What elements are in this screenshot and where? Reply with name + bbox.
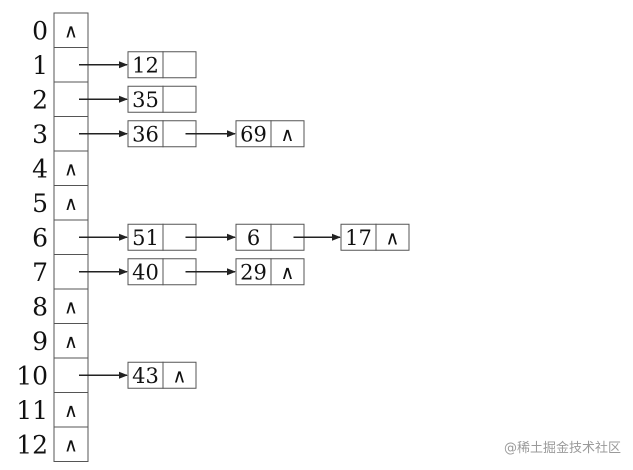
null-pointer: ∧ bbox=[386, 227, 400, 249]
node-value: 43 bbox=[132, 364, 159, 388]
bucket-index: 10 bbox=[16, 361, 48, 390]
null-pointer: ∧ bbox=[64, 434, 78, 456]
null-pointer: ∧ bbox=[64, 158, 78, 180]
node-pointer-cell bbox=[270, 120, 305, 148]
node-value: 35 bbox=[132, 88, 159, 112]
bucket-index: 5 bbox=[32, 189, 48, 218]
node-value: 12 bbox=[132, 53, 159, 77]
null-pointer: ∧ bbox=[281, 124, 295, 146]
node-pointer-cell bbox=[162, 85, 197, 113]
bucket-slot bbox=[53, 12, 89, 48]
watermark-text: @稀土掘金技术社区 bbox=[503, 441, 621, 456]
node-value: 17 bbox=[345, 226, 372, 250]
node-value: 6 bbox=[247, 226, 260, 250]
bucket-index: 2 bbox=[32, 85, 48, 114]
bucket-index: 7 bbox=[32, 258, 48, 287]
bucket-index: 0 bbox=[32, 16, 48, 45]
node-pointer-cell bbox=[375, 223, 410, 251]
bucket-slot bbox=[53, 426, 89, 462]
bucket-slot bbox=[53, 392, 89, 428]
bucket-index: 12 bbox=[16, 430, 48, 459]
null-pointer: ∧ bbox=[281, 262, 295, 284]
node-value: 51 bbox=[132, 226, 159, 250]
null-pointer: ∧ bbox=[64, 193, 78, 215]
bucket-slot bbox=[53, 288, 89, 324]
node-pointer-cell bbox=[270, 258, 305, 286]
bucket-slot bbox=[53, 185, 89, 221]
node-pointer-cell bbox=[162, 51, 197, 79]
null-pointer: ∧ bbox=[64, 331, 78, 353]
bucket-index: 6 bbox=[32, 223, 48, 252]
bucket-index: 9 bbox=[32, 327, 48, 356]
null-pointer: ∧ bbox=[173, 365, 187, 387]
node-value: 69 bbox=[240, 122, 267, 146]
node-value-cell bbox=[127, 361, 164, 389]
bucket-index: 8 bbox=[32, 292, 48, 321]
null-pointer: ∧ bbox=[64, 400, 78, 422]
bucket-index: 3 bbox=[32, 120, 48, 149]
node-value: 36 bbox=[132, 122, 159, 146]
null-pointer: ∧ bbox=[64, 296, 78, 318]
node-value-cell bbox=[127, 51, 164, 79]
bucket-slot bbox=[53, 150, 89, 186]
node-value: 29 bbox=[240, 260, 267, 284]
bucket-index: 11 bbox=[16, 396, 48, 425]
null-pointer: ∧ bbox=[64, 20, 78, 42]
node-value-cell bbox=[235, 258, 272, 286]
bucket-slot bbox=[53, 323, 89, 359]
bucket-index: 4 bbox=[32, 154, 48, 183]
node-pointer-cell bbox=[162, 361, 197, 389]
node-value: 40 bbox=[132, 260, 159, 284]
bucket-index: 1 bbox=[32, 51, 48, 80]
